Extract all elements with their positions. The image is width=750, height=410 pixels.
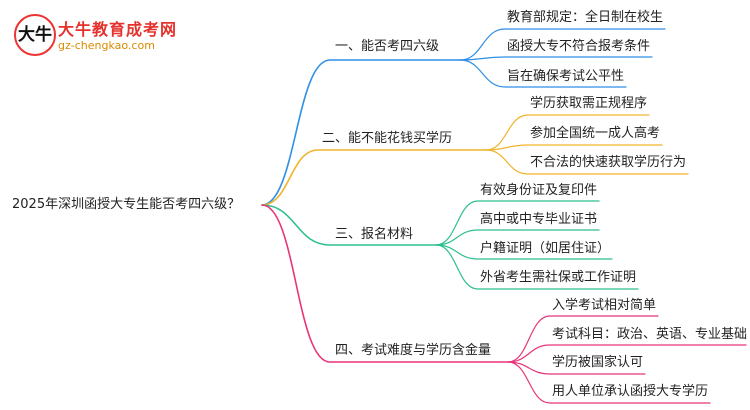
leaf-2-2-connector — [485, 144, 663, 151]
leaf-3-3: 户籍证明（如居住证） — [480, 241, 611, 256]
branch-1-connector — [261, 59, 461, 206]
branch-3-connector — [261, 204, 437, 246]
branch-4-label: 四、考试难度与学历含金量 — [335, 343, 492, 358]
leaf-3-3-connector — [435, 244, 613, 260]
leaf-3-2: 高中或中专毕业证书 — [480, 212, 598, 227]
site-logo: 大牛 大牛教育成考网 gz-chengkao.com — [14, 8, 176, 58]
leaf-1-3: 旨在确保考试公平性 — [507, 69, 625, 84]
branch-1-label: 一、能否考四六级 — [335, 39, 440, 54]
leaf-4-3: 学历被国家认可 — [552, 355, 644, 370]
logo-name: 大牛教育成考网 — [58, 20, 178, 39]
leaf-2-2: 参加全国统一成人高考 — [530, 126, 661, 141]
logo-mark-icon: 大牛 — [14, 14, 56, 56]
leaf-2-3: 不合法的快速获取学历行为 — [530, 155, 687, 170]
leaf-4-4-connector — [507, 361, 711, 404]
root-topic: 2025年深圳函授大专生能否考四六级？ — [12, 197, 241, 212]
leaf-4-1: 入学考试相对简单 — [552, 298, 657, 313]
logo-url: gz-chengkao.com — [58, 39, 155, 52]
leaf-2-1-connector — [485, 114, 650, 151]
leaf-1-1-connector — [459, 28, 666, 61]
branch-2-connector — [261, 149, 487, 206]
leaf-4-2: 考试科目：政治、英语、专业基础 — [552, 327, 748, 342]
leaf-3-1: 有效身份证及复印件 — [480, 183, 598, 198]
branch-4-connector — [261, 204, 509, 363]
leaf-2-3-connector — [485, 149, 689, 175]
leaf-1-1: 教育部规定：全日制在校生 — [507, 10, 664, 25]
leaf-3-4: 外省考生需社保或工作证明 — [480, 270, 637, 285]
leaf-4-3-connector — [507, 361, 646, 375]
leaf-3-4-connector — [435, 244, 639, 290]
leaf-4-4: 用人单位承认函授大专学历 — [552, 384, 709, 399]
branch-3-label: 三、报名材料 — [335, 227, 414, 242]
leaf-1-3-connector — [459, 59, 627, 88]
leaf-1-2-connector — [459, 56, 653, 61]
leaf-4-2-connector — [507, 344, 747, 363]
leaf-2-1: 学历获取需正规程序 — [530, 96, 648, 111]
leaf-3-1-connector — [435, 200, 600, 246]
branch-2-label: 二、能不能花钱买学历 — [322, 131, 453, 146]
leaf-1-2: 函授大专不符合报考条件 — [507, 39, 651, 54]
leaf-4-1-connector — [507, 315, 659, 363]
leaf-3-2-connector — [435, 229, 600, 246]
